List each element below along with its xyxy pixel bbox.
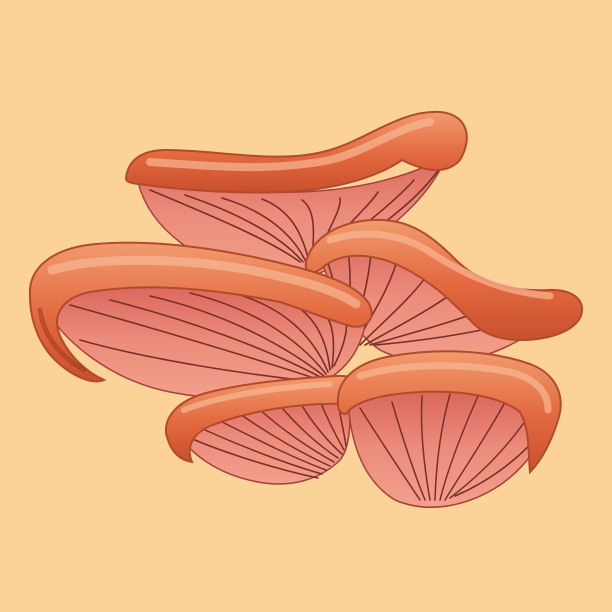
mushroom-bottom-left — [165, 374, 362, 485]
mushroom-left — [28, 241, 373, 399]
mushroom-bottom-right — [336, 350, 562, 508]
mushroom-right — [304, 218, 583, 364]
